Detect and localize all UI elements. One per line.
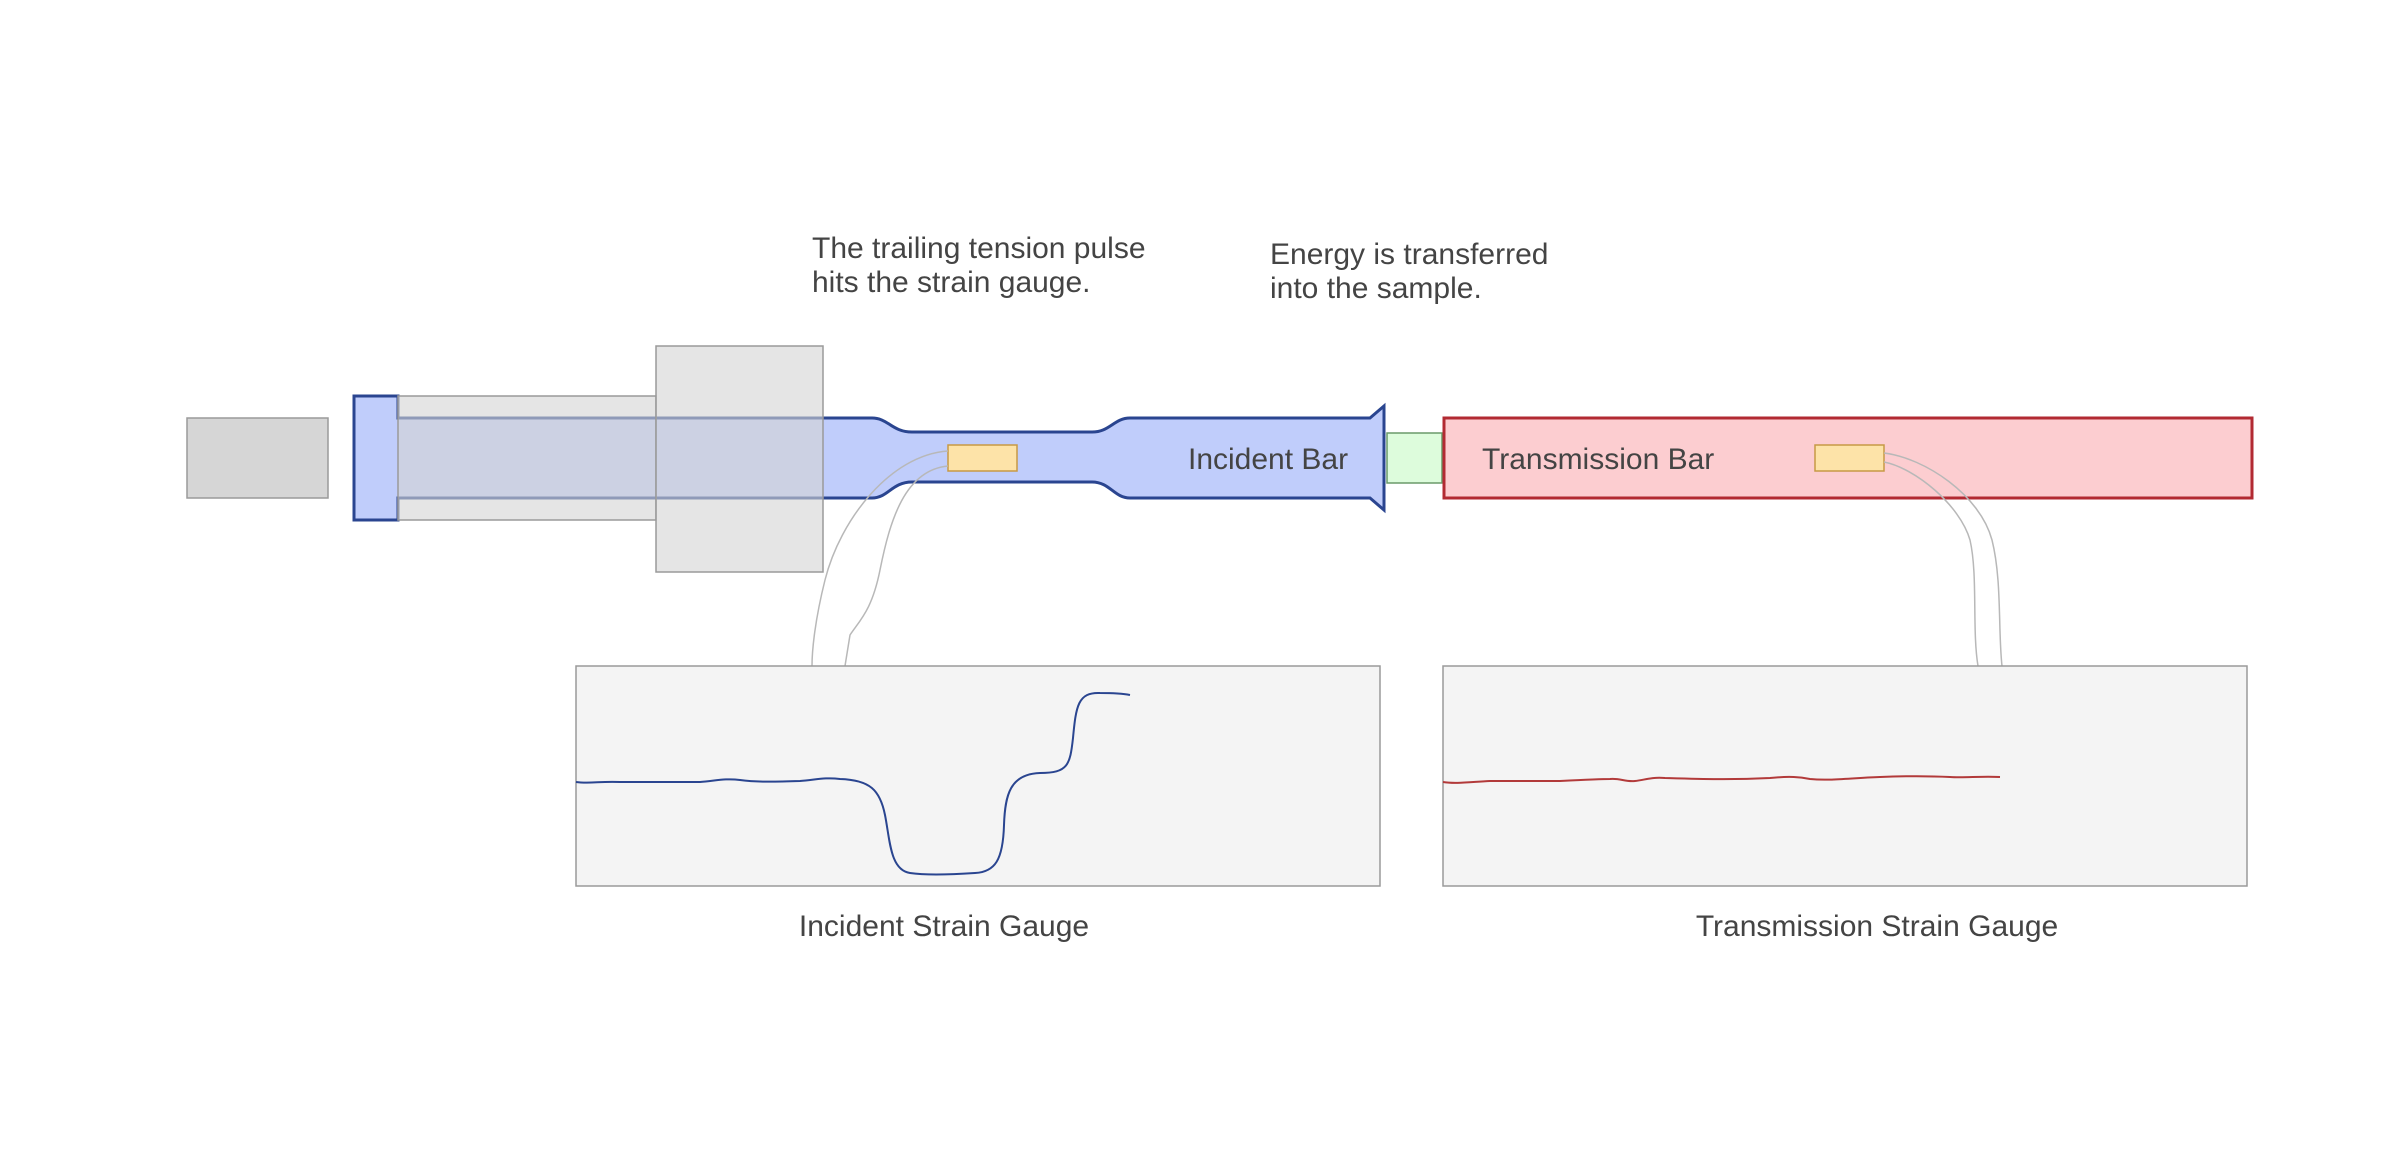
transmission-gauge-plot xyxy=(1442,665,2248,887)
transmission-signal-trace xyxy=(1442,775,2001,784)
incident-gauge-plot xyxy=(575,665,1381,887)
transmission-bar-label: Transmission Bar xyxy=(1482,443,1714,476)
transmission-note-line-2: into the sample. xyxy=(1270,272,1482,305)
incident-gauge-label: Incident Strain Gauge xyxy=(799,910,1089,943)
incident-note-line-2: hits the strain gauge. xyxy=(812,266,1091,299)
transmission-gauge-wire xyxy=(1883,452,2003,667)
sample xyxy=(1386,432,1443,484)
incident-bar-label: Incident Bar xyxy=(1188,443,1348,476)
incident-strain-gauge-patch xyxy=(947,444,1018,472)
incident-gauge-wire xyxy=(811,450,949,667)
support-clamp xyxy=(655,345,824,573)
transmission-note-line-1: Energy is transferred xyxy=(1270,238,1548,271)
transmission-gauge-label: Transmission Strain Gauge xyxy=(1696,910,2058,943)
striker-block xyxy=(186,417,329,499)
transmission-strain-gauge-patch xyxy=(1814,444,1885,472)
transmission-gauge-wire xyxy=(1883,461,1979,667)
incident-note-line-1: The trailing tension pulse xyxy=(812,232,1146,265)
support-sleeve xyxy=(397,395,657,521)
incident-signal-trace xyxy=(575,691,1131,876)
incident-gauge-wire xyxy=(844,465,949,667)
